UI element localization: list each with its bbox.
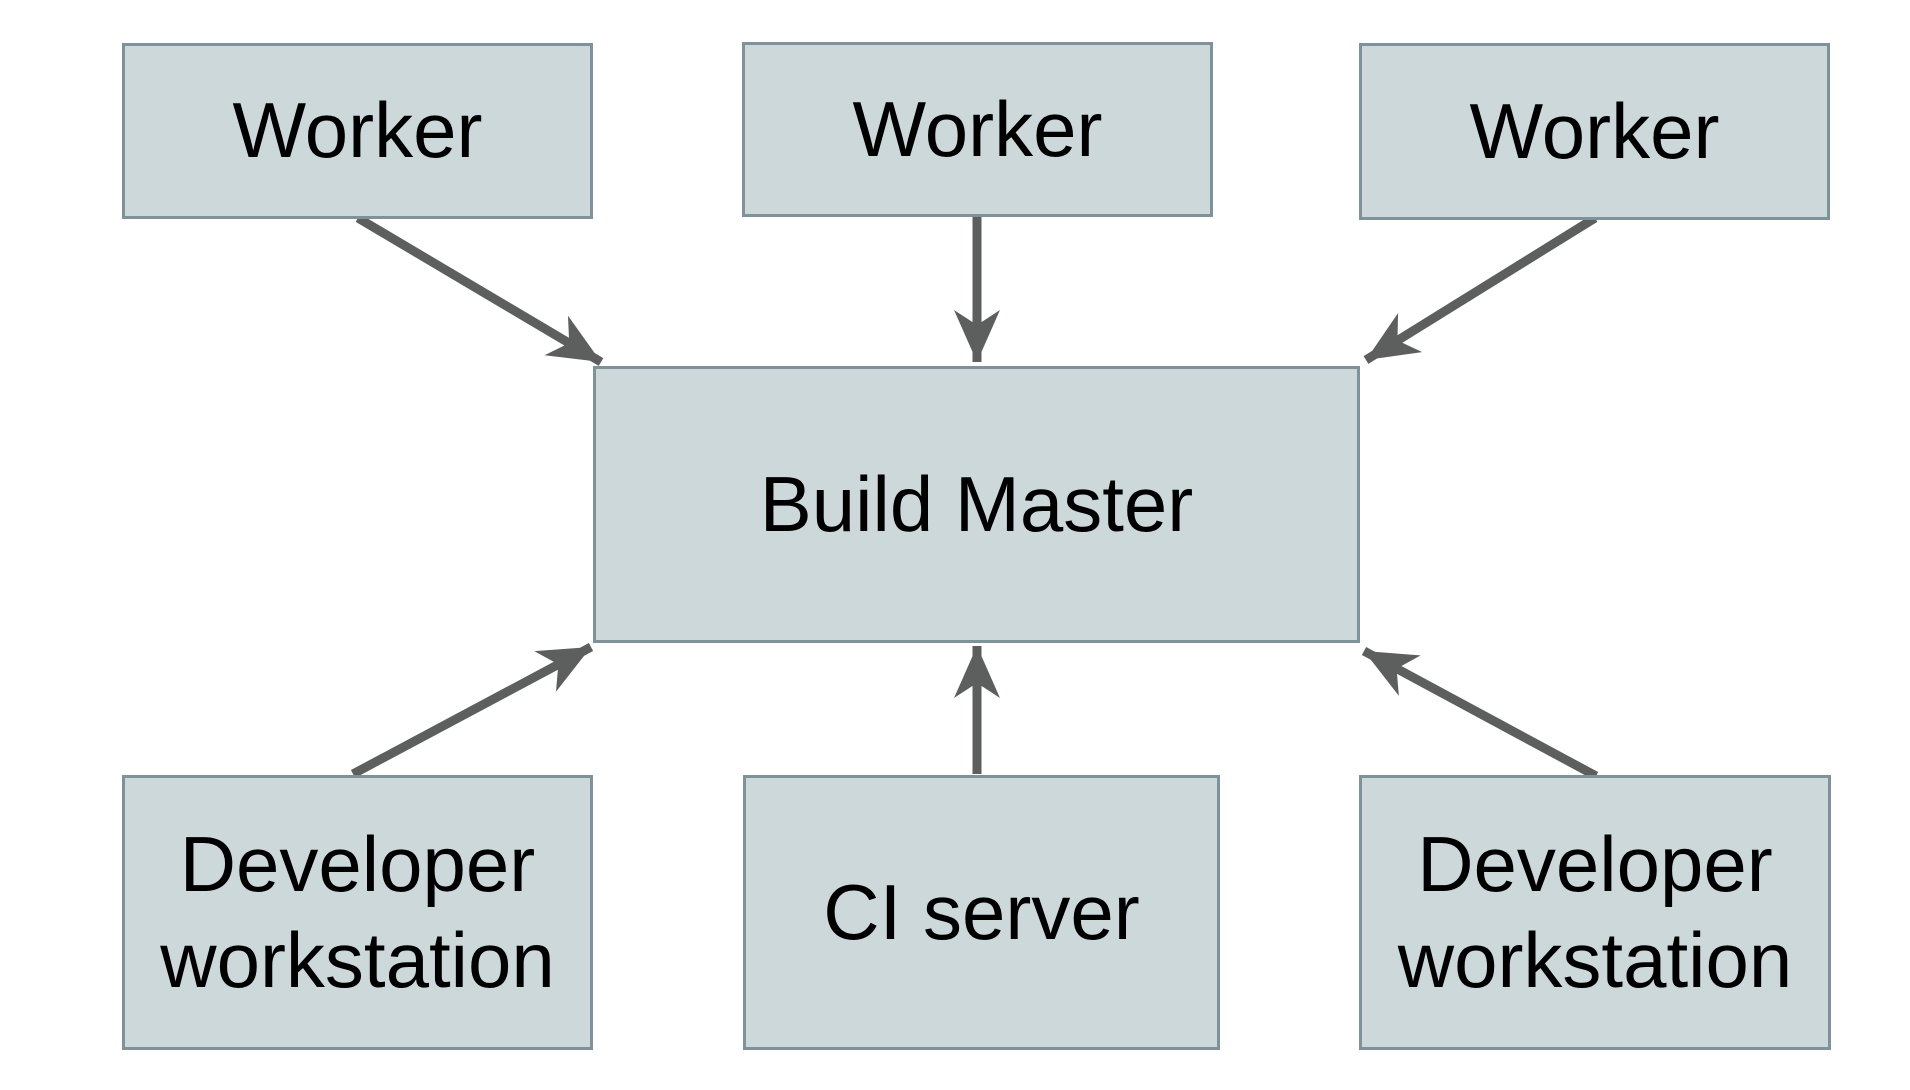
node-developer-workstation-left: Developer workstation: [122, 775, 593, 1050]
node-build-master: Build Master: [593, 366, 1360, 643]
node-developer-workstation-right: Developer workstation: [1359, 775, 1831, 1050]
edge-devworkstation-left-to-buildmaster: [350, 643, 594, 778]
node-worker-3-label: Worker: [1469, 86, 1720, 175]
edge-worker3-to-buildmaster: [1363, 214, 1598, 364]
node-worker-2-label: Worker: [852, 84, 1103, 173]
edge-devworkstation-right-to-buildmaster: [1361, 647, 1599, 780]
edge-worker1-to-buildmaster: [355, 214, 604, 366]
node-developer-workstation-right-label: Developer workstation: [1397, 820, 1793, 1004]
node-worker-1: Worker: [122, 43, 593, 219]
node-build-master-label: Build Master: [759, 459, 1194, 548]
node-ci-server-label: CI server: [823, 867, 1140, 956]
node-worker-1-label: Worker: [232, 86, 483, 175]
node-worker-2: Worker: [742, 42, 1213, 217]
node-ci-server: CI server: [743, 775, 1220, 1050]
node-developer-workstation-left-label: Developer workstation: [160, 820, 555, 1004]
node-worker-3: Worker: [1359, 43, 1830, 220]
